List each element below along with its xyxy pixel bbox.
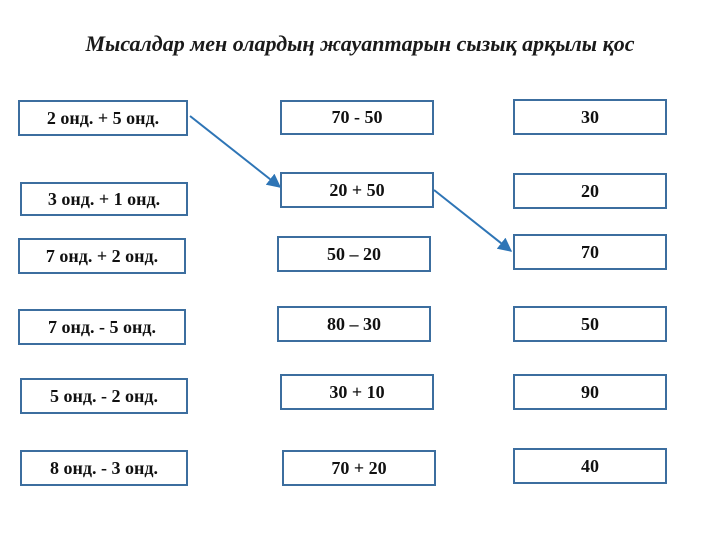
- left-expression-box[interactable]: 3 онд. + 1 онд.: [20, 182, 188, 216]
- left-expression-box[interactable]: 2 онд. + 5 онд.: [18, 100, 188, 136]
- answer-box[interactable]: 40: [513, 448, 667, 484]
- left-expression-box[interactable]: 8 онд. - 3 онд.: [20, 450, 188, 486]
- middle-expression-box[interactable]: 70 - 50: [280, 100, 434, 135]
- answer-box[interactable]: 30: [513, 99, 667, 135]
- left-expression-box[interactable]: 7 онд. + 2 онд.: [18, 238, 186, 274]
- answer-box[interactable]: 50: [513, 306, 667, 342]
- middle-expression-box[interactable]: 20 + 50: [280, 172, 434, 208]
- left-expression-box[interactable]: 5 онд. - 2 онд.: [20, 378, 188, 414]
- middle-expression-box[interactable]: 30 + 10: [280, 374, 434, 410]
- answer-box[interactable]: 70: [513, 234, 667, 270]
- answer-box[interactable]: 20: [513, 173, 667, 209]
- left-expression-box[interactable]: 7 онд. - 5 онд.: [18, 309, 186, 345]
- answer-box[interactable]: 90: [513, 374, 667, 410]
- middle-expression-box[interactable]: 70 + 20: [282, 450, 436, 486]
- worksheet-title: Мысалдар мен олардың жауаптарын сызық ар…: [85, 31, 635, 56]
- middle-expression-box[interactable]: 80 – 30: [277, 306, 431, 342]
- middle-expression-box[interactable]: 50 – 20: [277, 236, 431, 272]
- connector-arrow: [189, 115, 282, 188]
- connector-arrow: [433, 189, 513, 252]
